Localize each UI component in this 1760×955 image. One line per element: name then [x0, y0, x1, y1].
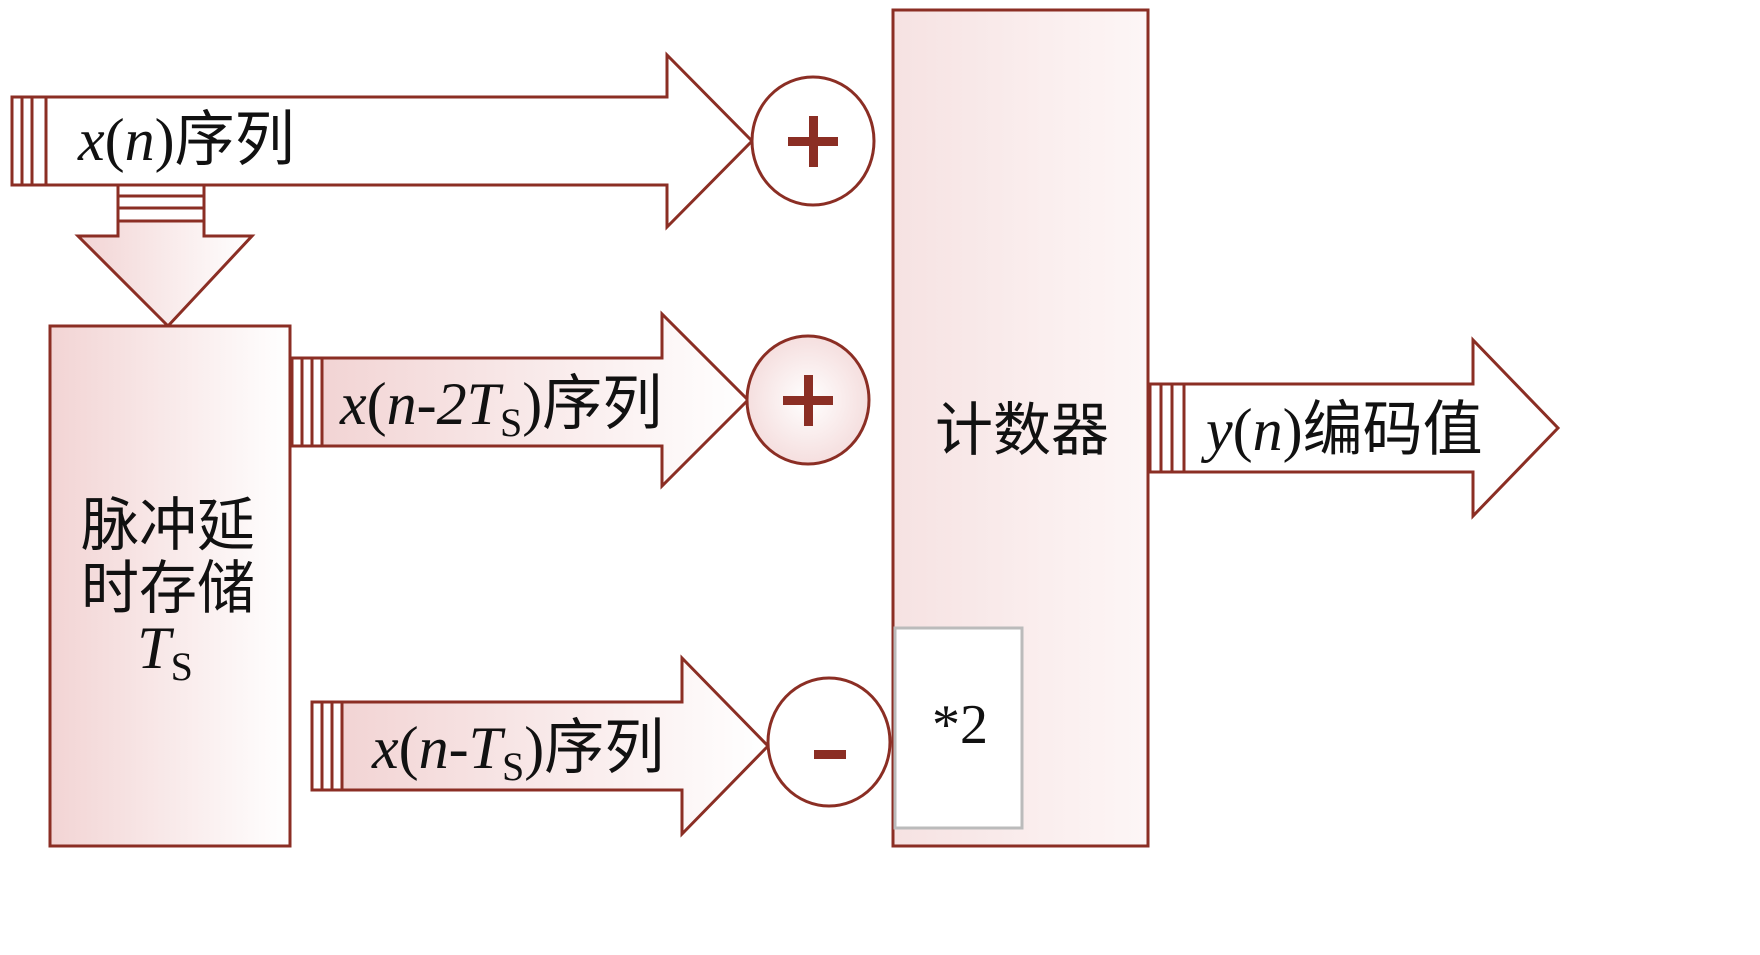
delay-block-ts: TS: [137, 615, 193, 689]
label-xn-2ts: x(n-2TS)序列: [339, 371, 662, 445]
plus-icon-v-top: [809, 116, 818, 167]
delay-block-line1: 脉冲延: [81, 493, 255, 558]
multiplier-label: *2: [932, 694, 988, 756]
delay-block-line2: 时存储: [81, 556, 255, 621]
plus-operator-mid: [745, 334, 871, 466]
input-arrow-xn-ts: [310, 654, 771, 838]
counter-label: 计数器: [935, 398, 1109, 463]
minus-icon: [814, 750, 846, 759]
minus-operator: [766, 676, 892, 808]
label-yn: y(n)编码值: [1200, 397, 1483, 463]
label-xn-ts: x(n-TS)序列: [371, 715, 664, 789]
plus-operator-top: [750, 75, 876, 207]
input-arrow-xn-2ts: [290, 310, 751, 490]
down-arrow-to-delay: [74, 183, 256, 329]
multiplier-box: [893, 626, 1024, 830]
plus-icon-v-mid: [804, 375, 813, 426]
output-arrow-yn: [1148, 336, 1561, 520]
delay-block: [48, 324, 292, 848]
label-xn: x(n)序列: [77, 107, 295, 173]
